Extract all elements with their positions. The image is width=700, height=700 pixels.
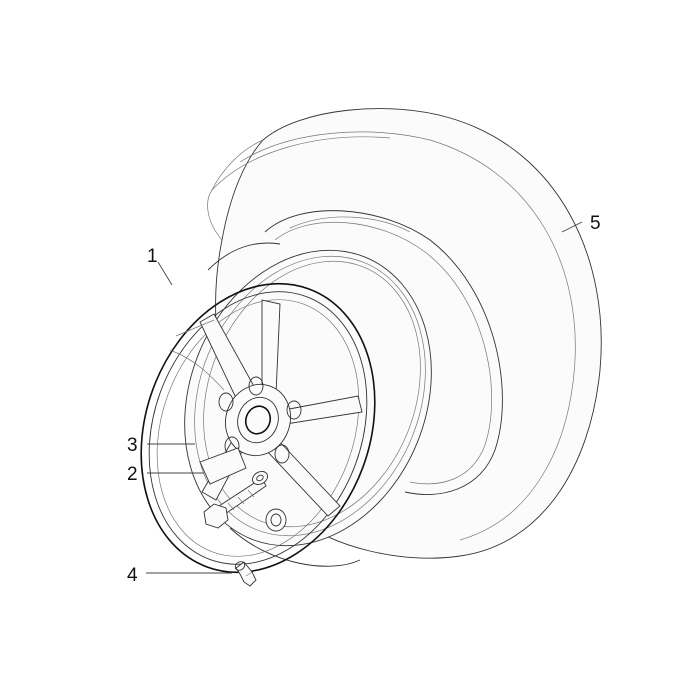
tyre-valve	[234, 561, 257, 587]
callout-3: 3	[127, 435, 138, 456]
leader-5	[561, 221, 583, 233]
wheel-hub	[218, 376, 302, 464]
hub-bolt	[203, 477, 267, 529]
callout-5: 5	[590, 213, 601, 234]
spacer-ring	[265, 508, 287, 532]
leader-1	[157, 261, 173, 286]
washer	[252, 470, 268, 486]
wheel-rim	[140, 242, 432, 574]
callout-4: 4	[127, 565, 138, 586]
leader-lines	[146, 221, 583, 574]
callout-2: 2	[127, 464, 138, 485]
callout-labels: 1 2 3 4 5	[127, 213, 601, 586]
callout-1: 1	[147, 246, 158, 267]
